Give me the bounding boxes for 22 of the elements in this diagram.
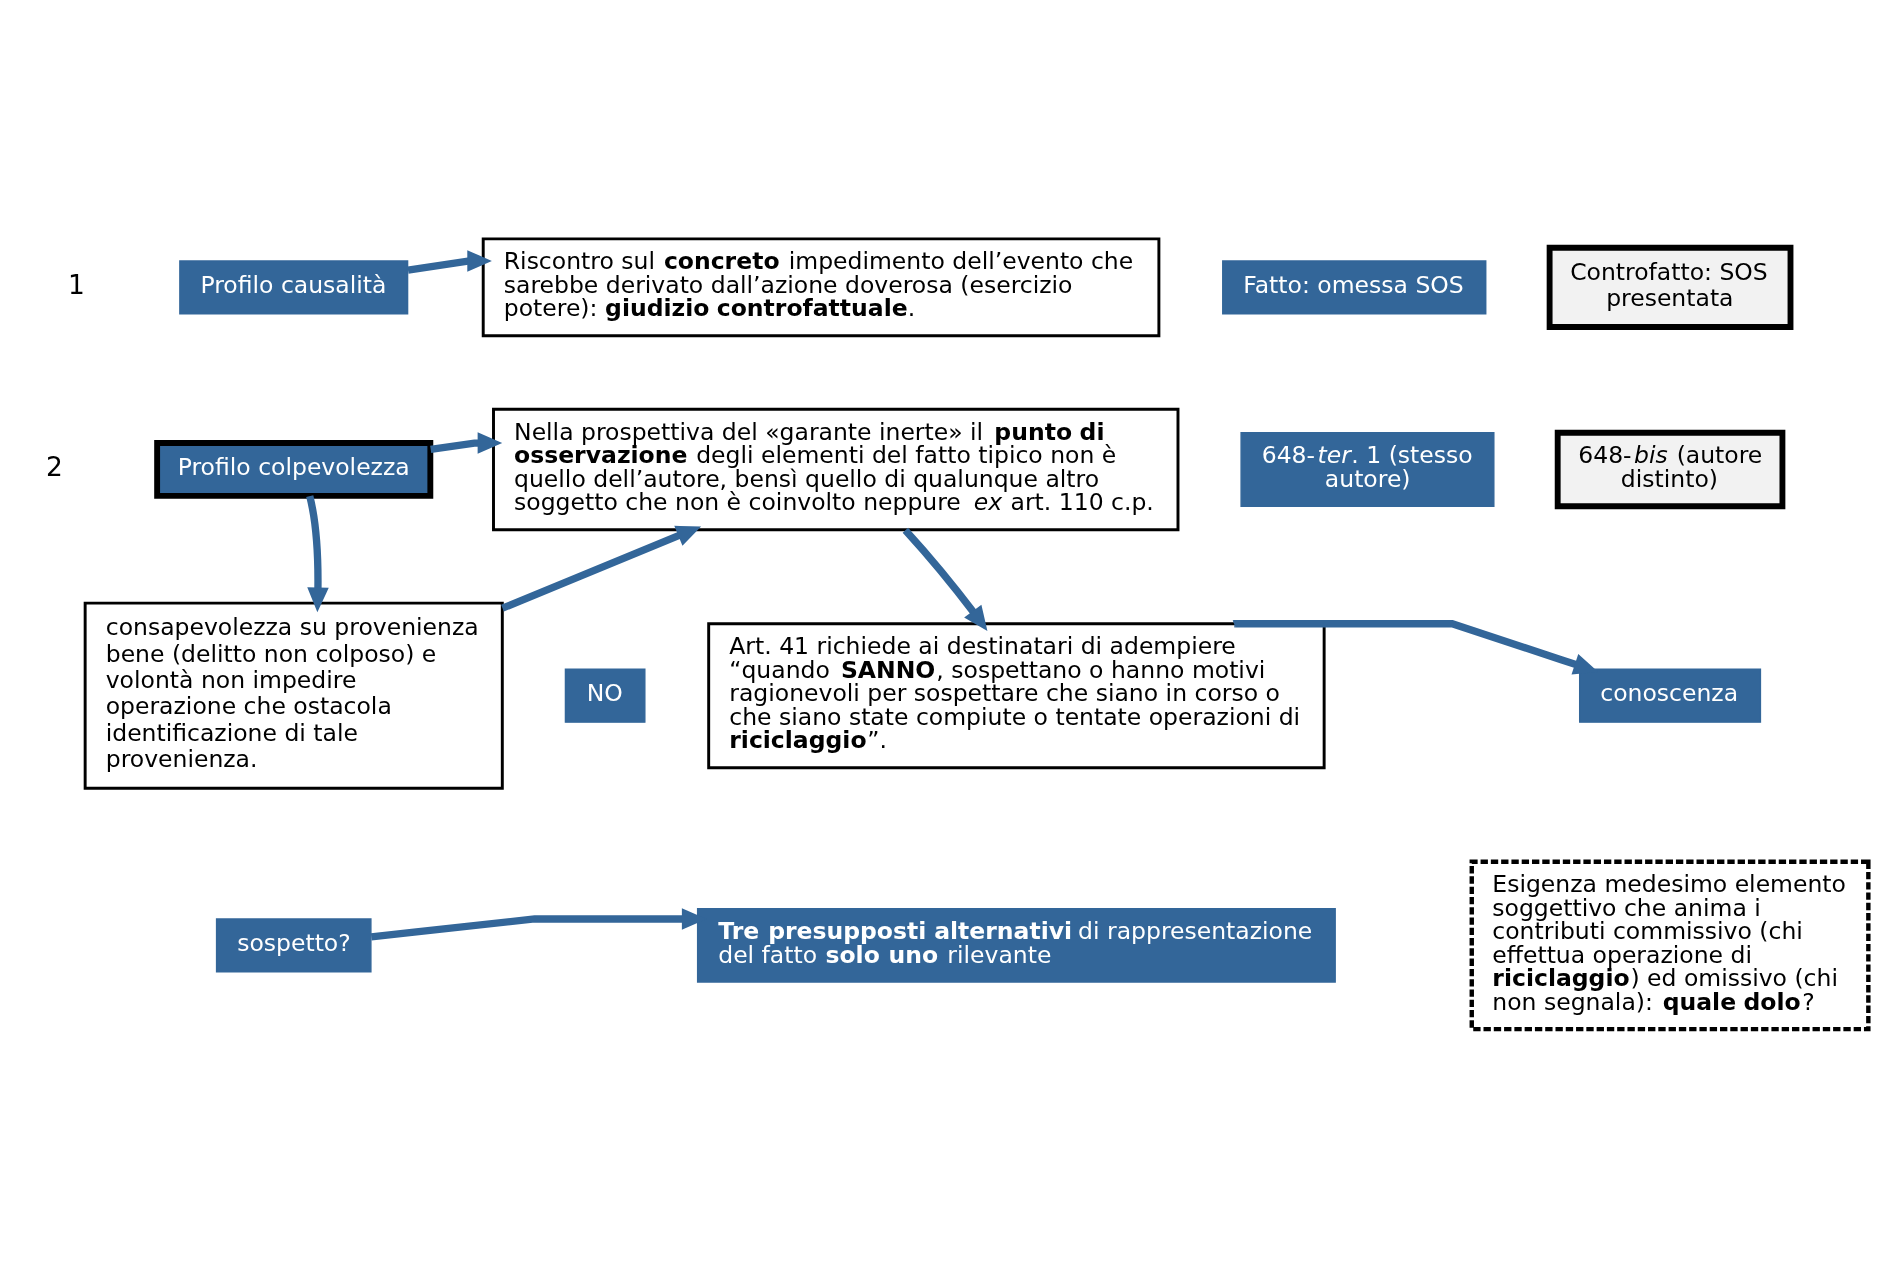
- arrow: [306, 495, 329, 613]
- node-box: 648-ter. 1 (stesso autore): [1240, 432, 1495, 507]
- arrow: [430, 432, 503, 454]
- node-box: Riscontro sul concreto impedimento dell’evento che sarebbe derivato dall’azione doverosa (esercizio potere): giudizio controfattuale.: [481, 237, 1161, 338]
- node-box: sospetto?: [215, 918, 372, 973]
- arrow: [407, 250, 492, 274]
- node-box: Profilo colpevolezza: [154, 440, 434, 499]
- label: 2: [45, 450, 63, 482]
- label: 1: [67, 268, 85, 300]
- arrow: [501, 525, 702, 612]
- node-box: consapevolezza su provenienza bene (delitto non colposo) e volontà non impedire operazione che ostacola identificazione di tale provenienza.: [83, 601, 504, 790]
- node-box: Nella prospettiva del «garante inerte» il punto di osservazione degli elementi del fatto tipico non è quello dell’autore, bensì quello di qualunque altro soggetto che non è coinvolto neppure ex art. 110 c.p.: [492, 407, 1180, 532]
- node-box: Esigenza medesimo elemento soggettivo che anima i contributi commissivo (chi effettua operazione di riciclaggio) ed omissivo (chi non segnala): quale dolo?: [1469, 859, 1871, 1032]
- node-box: Profilo causalità: [179, 260, 409, 315]
- node-box: Tre presupposti alternativi di rappresentazione del fatto solo uno rilevante: [696, 907, 1336, 983]
- node-box: Fatto: omessa SOS: [1222, 260, 1487, 315]
- node-box: conoscenza: [1579, 668, 1762, 723]
- arrow: [902, 527, 988, 631]
- node-box: 648-bis (autore distinto): [1554, 429, 1786, 510]
- node-box: Art. 41 richiede ai destinatari di adempiere “quando SANNO, sospettano o hanno motivi ragionevoli per sospettare che siano in corso o che siano state compiute o tentate operazioni di riciclaggio”.: [707, 622, 1326, 770]
- node-box: Controfatto: SOS presentata: [1546, 244, 1794, 330]
- node-box: NO: [564, 668, 646, 723]
